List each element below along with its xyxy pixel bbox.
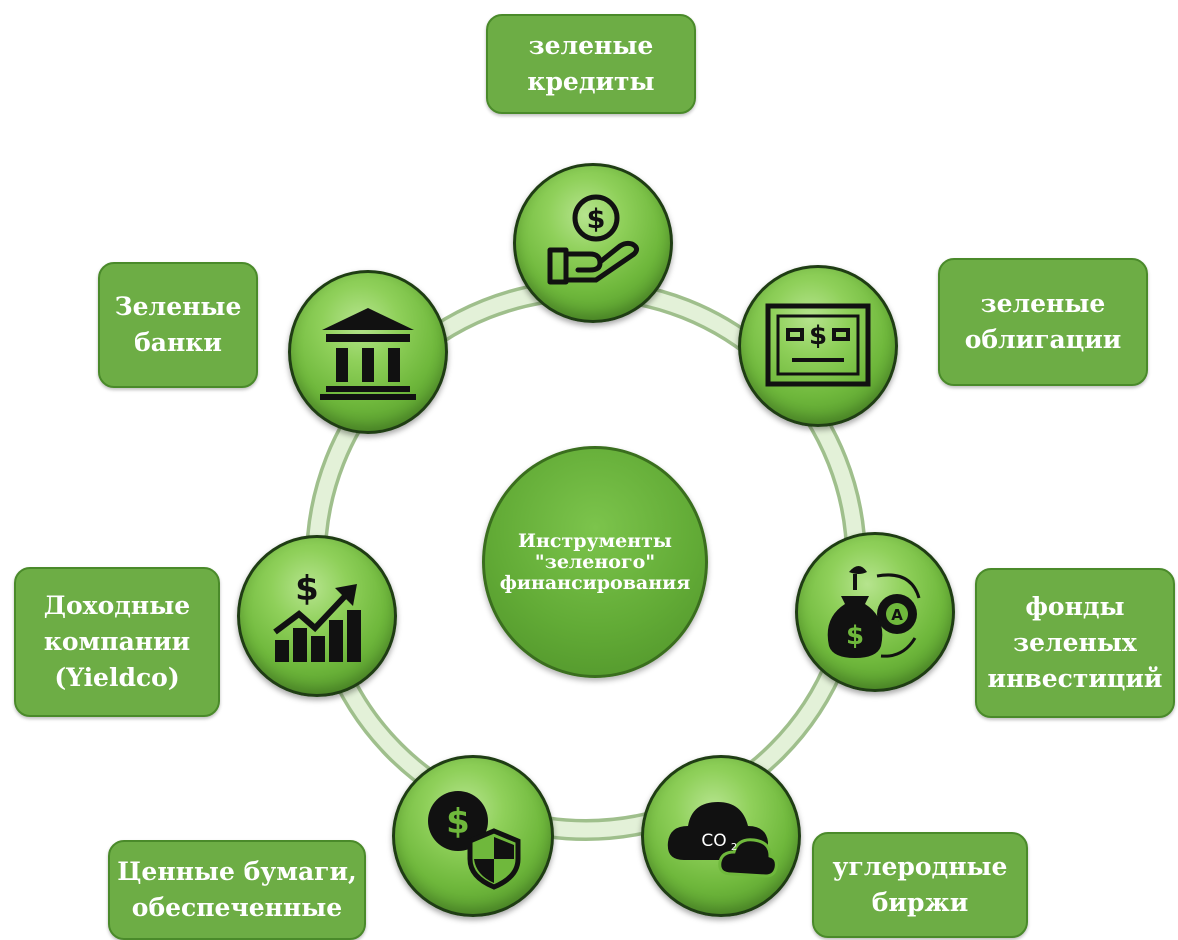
center-title: Инструменты "зеленого" финансирования [482,446,708,678]
center-title-line: финансирования [499,571,691,594]
node-green-loans[interactable]: $ [513,163,673,323]
svg-text:$: $ [809,321,827,351]
label-securities: Ценные бумаги, обеспеченные [108,840,366,940]
label-line: банки [134,328,222,357]
label-line: Зеленые [114,292,242,321]
label-line: углеродные [832,852,1008,881]
node-green-funds[interactable]: $ A [795,532,955,692]
investment-bag-icon: $ A [827,566,921,658]
svg-text:2: 2 [731,842,737,853]
co2-cloud-icon: CO 2 [667,802,778,878]
label-green-loans: зеленые кредиты [486,14,696,114]
svg-text:A: A [891,606,903,624]
label-yieldco: Доходные компании (Yieldco) [14,567,220,717]
label-carbon-exchanges: углеродные биржи [812,832,1028,938]
label-green-banks: Зеленые банки [98,262,258,388]
label-green-bonds: зеленые облигации [938,258,1148,386]
coin-shield-icon: $ [428,791,521,890]
label-line: кредиты [527,67,655,96]
bank-building-icon [320,308,416,400]
label-line: компании [43,627,191,656]
svg-text:$: $ [295,569,319,609]
label-line: Ценные бумаги, [117,857,357,886]
label-line: зеленые [528,31,654,60]
label-line: облигации [964,325,1122,354]
svg-text:$: $ [587,204,606,235]
label-line: биржи [871,888,969,917]
label-line: инвестиций [987,664,1163,693]
node-securities[interactable]: $ [392,755,554,917]
banknote-icon: $ [765,303,871,387]
node-yieldco[interactable]: $ [237,535,397,697]
hand-coin-icon: $ [547,194,640,285]
svg-text:$: $ [846,621,864,651]
label-line: (Yieldco) [54,663,180,692]
center-title-line: Инструменты [518,529,672,552]
node-carbon-exchanges[interactable]: CO 2 [641,755,801,917]
label-line: зеленых [1013,628,1137,657]
node-green-banks[interactable] [288,270,448,434]
node-green-bonds[interactable]: $ [738,265,898,427]
label-line: обеспеченные [131,893,343,922]
label-line: Доходные [43,591,191,620]
center-title-line: "зеленого" [534,550,656,573]
label-line: зеленые [980,289,1106,318]
growth-chart-icon: $ [273,569,361,662]
svg-text:CO: CO [701,831,726,851]
label-green-funds: фонды зеленых инвестиций [975,568,1175,718]
label-line: фонды [1025,592,1125,621]
svg-text:$: $ [446,802,470,842]
